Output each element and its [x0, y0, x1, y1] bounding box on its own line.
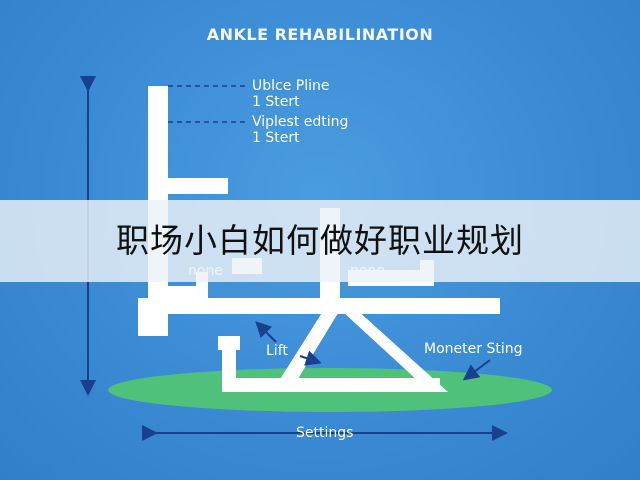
- callout-2-line-a: Viplest edting: [252, 114, 349, 130]
- callout-1-line-a: Ublce Pline: [252, 78, 330, 94]
- lift-pointer-lower: [299, 350, 322, 366]
- callout-1-line-b: 1 Stert: [252, 94, 300, 110]
- label-lift: Lift: [266, 343, 288, 359]
- banner-heading: 职场小白如何做好职业规划: [116, 221, 524, 260]
- frame-left-strut: [272, 300, 346, 392]
- lift-pointer: [255, 321, 277, 343]
- callout-2-line-b: 1 Stert: [252, 130, 300, 146]
- moneter-pointer: [462, 359, 491, 381]
- label-moneter-sting: Moneter Sting: [424, 341, 523, 357]
- label-settings: Settings: [296, 425, 354, 441]
- frame-right-strut: [330, 300, 448, 392]
- frame-foot-bar: [230, 378, 440, 392]
- callout-leaders: [168, 85, 246, 123]
- device-frame: [138, 86, 500, 392]
- title-banner: [0, 200, 640, 282]
- diagram-title: ANKLE REHABILINATION: [206, 25, 434, 44]
- frame-upper-arm: [148, 178, 228, 194]
- frame-stem-cap: [218, 336, 240, 350]
